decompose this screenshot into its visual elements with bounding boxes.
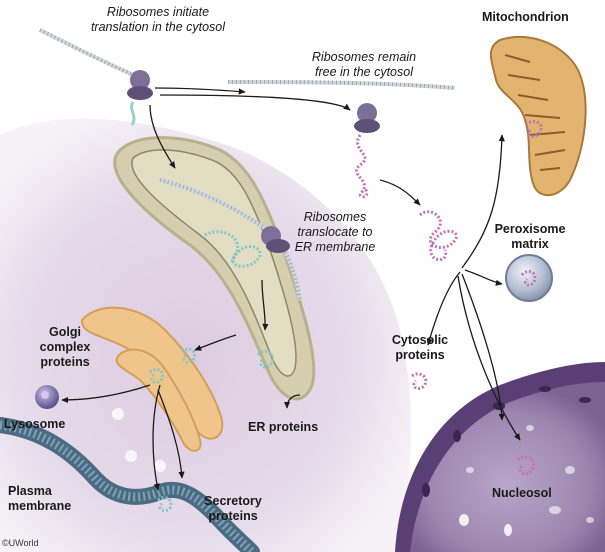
label-er-proteins: ER proteins — [248, 420, 319, 434]
ribosome-er-bound — [261, 226, 290, 253]
label-cytosolic-proteins: Cytosolic proteins — [391, 333, 449, 362]
mitochondrion — [489, 35, 587, 196]
pathway-arrows — [61, 87, 521, 491]
label-mitochondrion: Mitochondrion — [482, 10, 569, 24]
label-nucleosol: Nucleosol — [492, 486, 552, 500]
peroxisome — [505, 254, 553, 302]
label-initiate-translation: Ribosomes initiate translation in the cy… — [90, 5, 226, 34]
golgi-complex — [80, 306, 224, 452]
ribosome-free — [354, 103, 380, 133]
endoplasmic-reticulum — [113, 136, 316, 401]
copyright-notice: ©UWorld — [2, 538, 39, 548]
label-secretory-proteins: Secretory proteins — [204, 494, 262, 523]
nucleosol-protein — [516, 455, 535, 476]
label-remain-free: Ribosomes remain free in the cytosol — [311, 50, 417, 79]
cell-cytoplasm — [0, 118, 412, 552]
ribosome-initiating — [127, 70, 153, 126]
label-plasma-membrane: Plasma membrane — [8, 484, 72, 513]
label-translocate-er: Ribosomes translocate to ER membrane — [294, 210, 376, 254]
label-peroxisome-matrix: Peroxisome matrix — [494, 222, 566, 251]
label-lysosome: Lysosome — [4, 417, 66, 431]
lysosome — [35, 385, 59, 409]
free-protein-chain — [355, 134, 458, 261]
nucleus — [395, 362, 605, 552]
label-golgi-complex-proteins: Golgi complex proteins — [39, 325, 91, 369]
secretory-protein — [157, 496, 173, 512]
cytosolic-protein — [411, 372, 428, 390]
er-protein-chain — [149, 230, 275, 384]
